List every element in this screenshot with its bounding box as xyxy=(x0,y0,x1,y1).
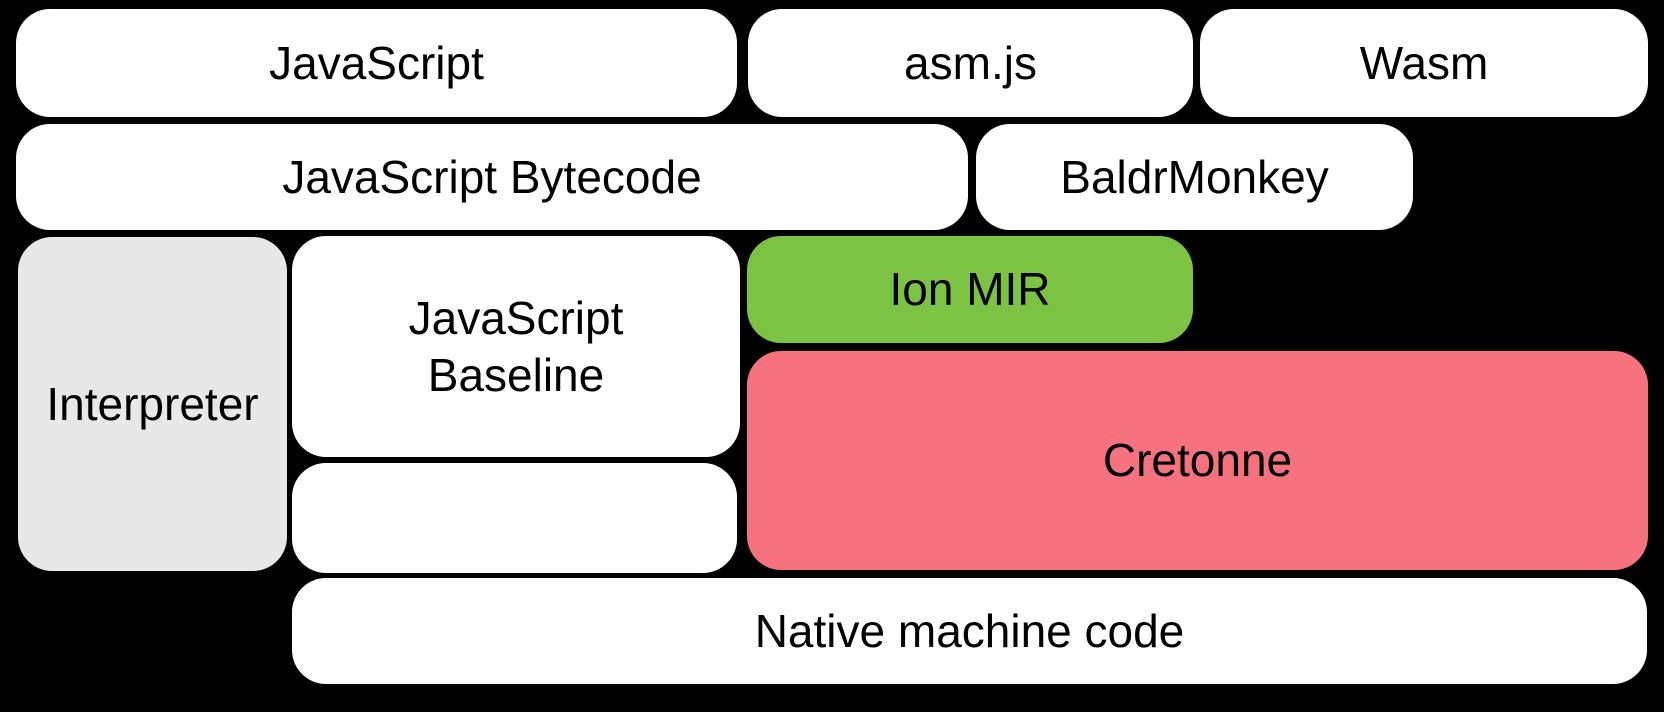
node-ion-mir: Ion MIR xyxy=(747,236,1193,343)
node-baldrmonkey: BaldrMonkey xyxy=(976,124,1413,230)
node-native-machine-code: Native machine code xyxy=(292,578,1647,684)
node-wasm: Wasm xyxy=(1200,9,1648,117)
node-interpreter: Interpreter xyxy=(18,237,287,571)
node-javascript-baseline: JavaScript Baseline xyxy=(292,236,740,457)
node-cretonne: Cretonne xyxy=(747,351,1648,570)
node-asmjs: asm.js xyxy=(748,9,1193,117)
node-javascript: JavaScript xyxy=(16,9,737,117)
node-macro-assembler xyxy=(292,463,737,573)
node-javascript-bytecode: JavaScript Bytecode xyxy=(16,124,968,230)
